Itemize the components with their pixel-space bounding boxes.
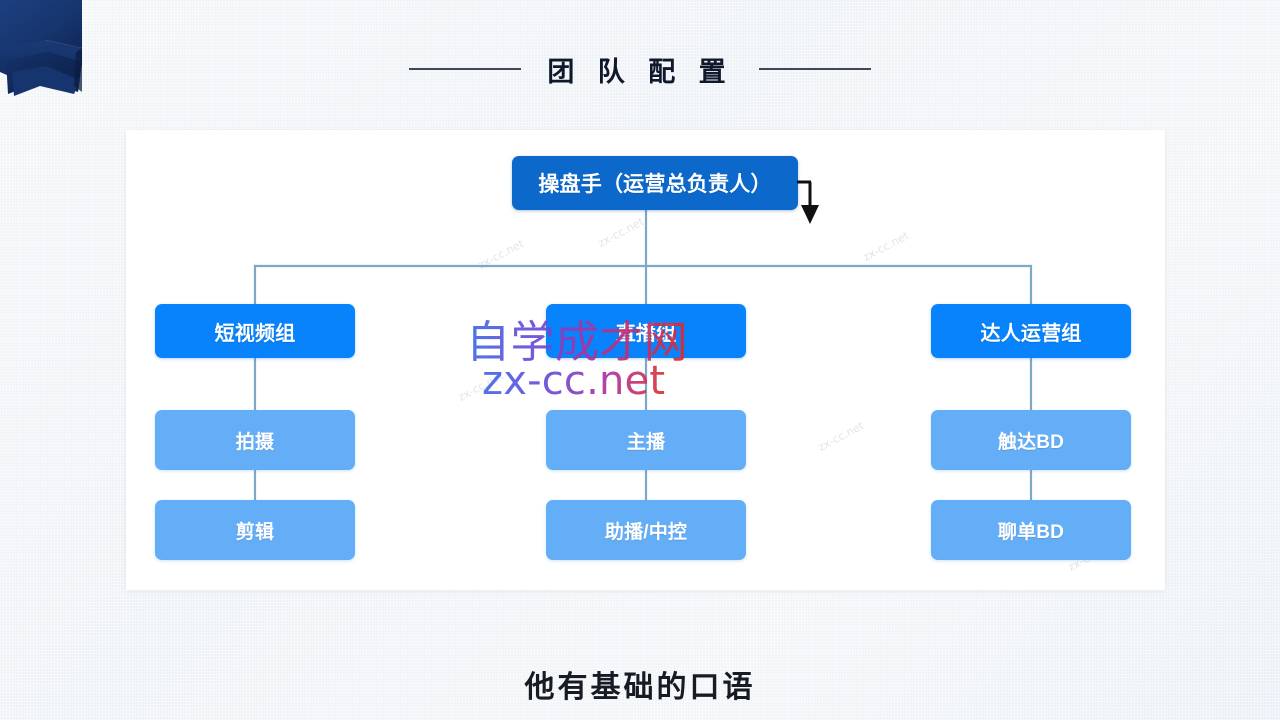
org-node-live-streaming-group[interactable]: 直播组 — [546, 304, 746, 358]
subtitle-caption: 他有基础的口语 — [524, 670, 756, 705]
org-node-short-video-group[interactable]: 短视频组 — [155, 304, 355, 358]
header-rule-left — [409, 68, 522, 70]
org-chart: zx-cc.net zx-cc.net zx-cc.net zx-cc.net … — [126, 130, 1165, 590]
org-node-outreach-bd[interactable]: 触达BD — [931, 410, 1131, 470]
org-node-influencer-ops-group[interactable]: 达人运营组 — [931, 304, 1131, 358]
content-card: zx-cc.net zx-cc.net zx-cc.net zx-cc.net … — [126, 130, 1165, 590]
org-chart-connectors — [253, 208, 1033, 502]
slide-header: 团 队 配 置 — [0, 40, 1280, 98]
corner-ribbon-decoration — [0, 0, 82, 96]
down-arrow-cursor-icon — [797, 180, 819, 224]
org-node-editing[interactable]: 剪辑 — [155, 500, 355, 560]
header-rule-right — [758, 68, 871, 70]
org-node-anchor[interactable]: 主播 — [546, 410, 746, 470]
org-node-chat-order-bd[interactable]: 聊单BD — [931, 500, 1131, 560]
org-node-assistant-anchor-control[interactable]: 助播/中控 — [546, 500, 746, 560]
org-node-shooting[interactable]: 拍摄 — [155, 410, 355, 470]
org-node-root[interactable]: 操盘手（运营总负责人） — [512, 156, 798, 210]
page-title: 团 队 配 置 — [547, 56, 733, 88]
